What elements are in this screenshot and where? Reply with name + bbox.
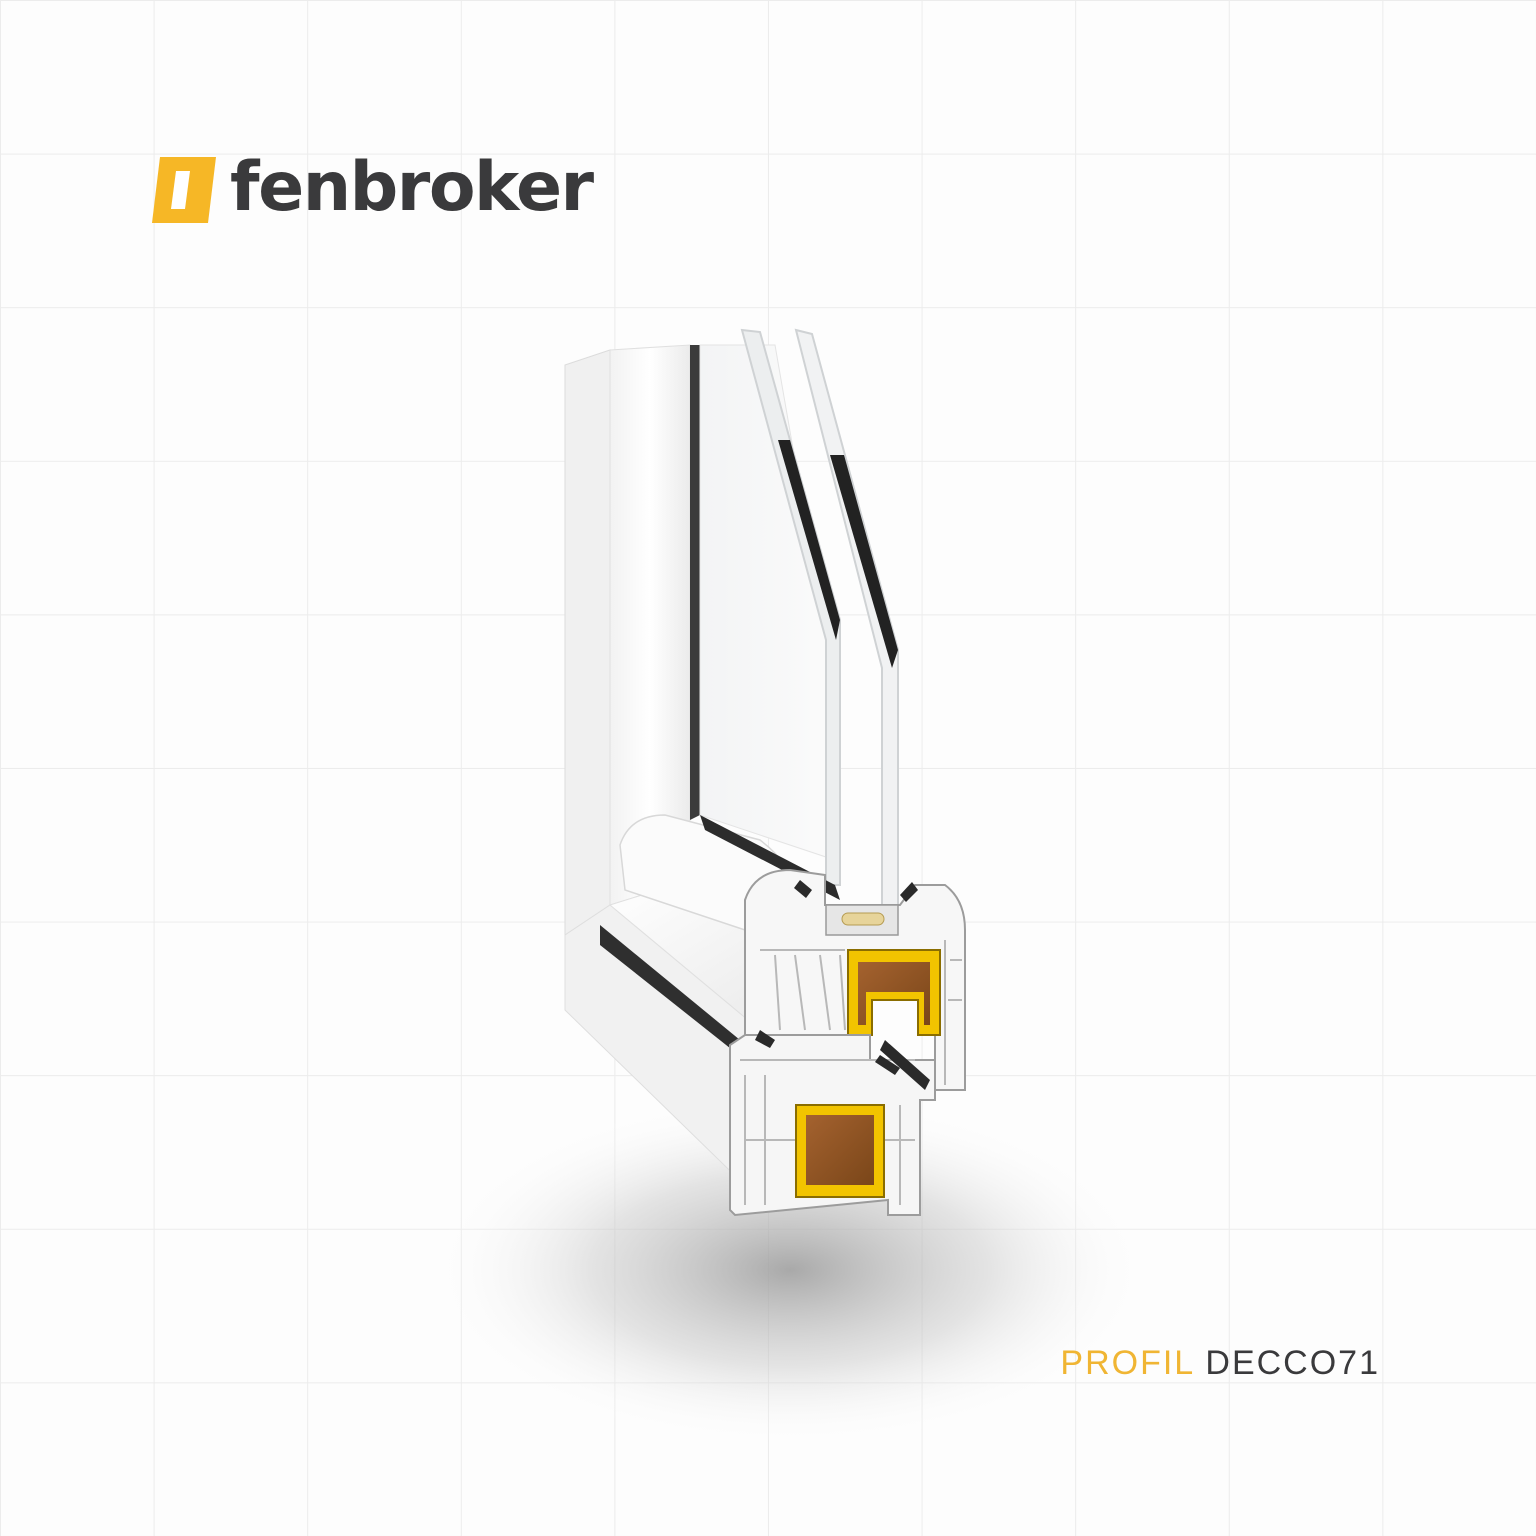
product-caption: PROFIL DECCO71 — [1060, 1346, 1380, 1380]
caption-prefix: PROFIL — [1060, 1344, 1194, 1382]
window-logo-icon — [152, 157, 216, 223]
brand-name: fenbroker — [230, 148, 594, 227]
caption-product: DECCO71 — [1205, 1344, 1380, 1382]
brand-logo: fenbroker — [152, 148, 594, 230]
